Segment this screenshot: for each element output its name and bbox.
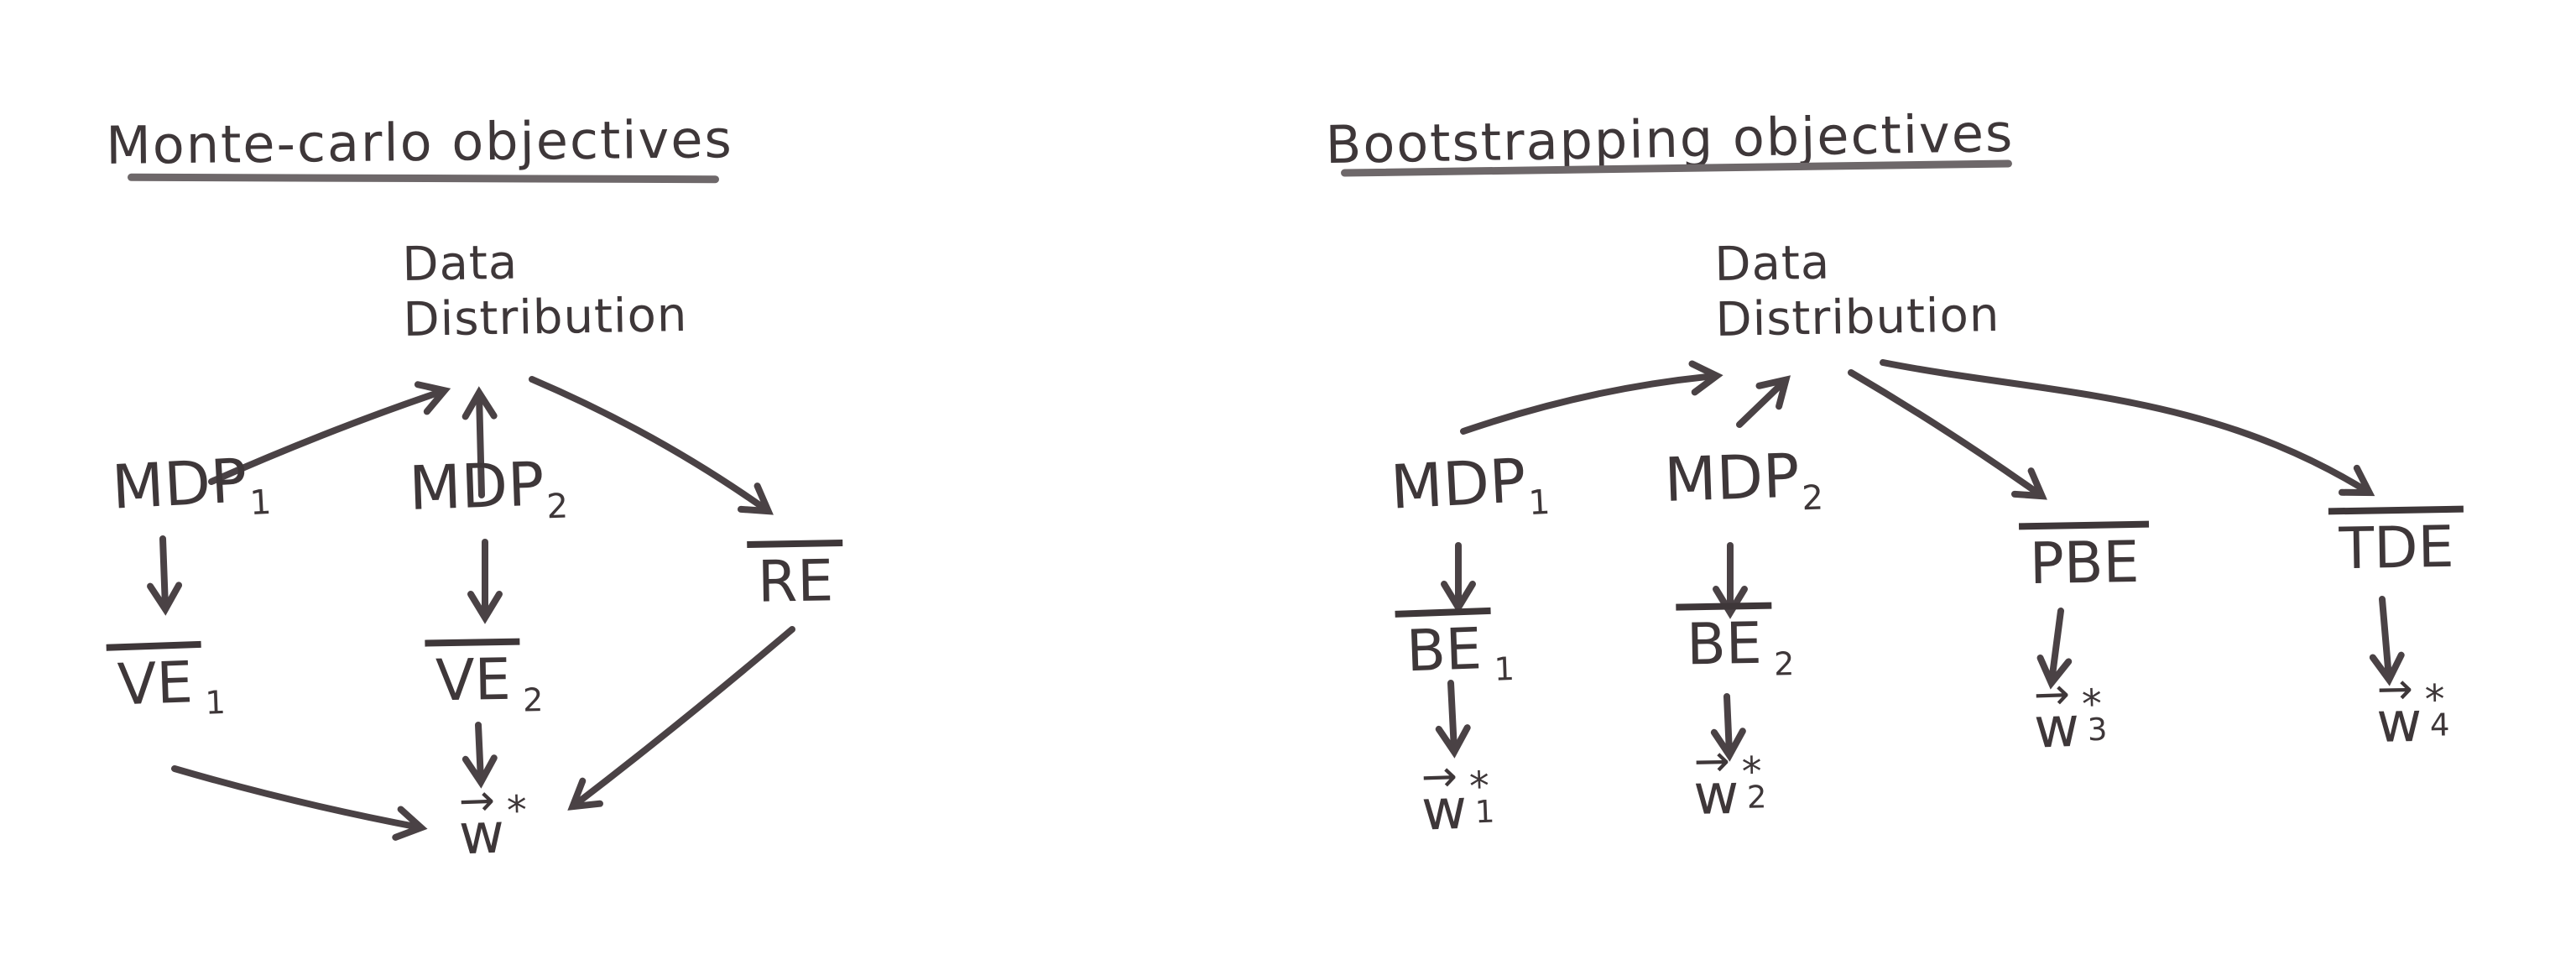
vector-arrow-icon: → [2032, 669, 2071, 721]
node-be2: BE 2 [1676, 602, 1795, 683]
node-data-distribution-right: Data Distribution [1714, 232, 2000, 348]
mdp2-left-base: MDP [408, 448, 545, 524]
edge-right-be2-w2 [1710, 693, 1746, 762]
edge-right-be1-w1 [1435, 680, 1471, 759]
vector-arrow-icon: → [1693, 736, 1731, 787]
edge-right-mdp2-datadist [1736, 375, 1791, 428]
w4-wrap: →w [2376, 664, 2422, 755]
data-distribution-line2: Distribution [403, 288, 688, 348]
mdp2-right-base: MDP [1663, 440, 1801, 516]
mdp1-right-sub: 1 [1527, 482, 1551, 524]
node-w1-star: →w*1 [1421, 751, 1496, 854]
mdp1-left-sub: 1 [248, 482, 273, 524]
node-w4-star: →w*4 [2376, 664, 2450, 765]
node-mdp2-right: MDP2 [1663, 440, 1824, 521]
ve2-overline: VE [425, 638, 522, 714]
ve1-overline: VE [106, 640, 204, 719]
data-distribution-line1: Data [401, 235, 519, 292]
w2-supsub: *2 [1741, 749, 1767, 816]
mdp1-right-base: MDP [1389, 445, 1528, 523]
w1-wrap: →w [1421, 751, 1468, 842]
w3-supsub: *3 [2081, 681, 2109, 749]
edge-right-pbe-w3 [2036, 608, 2073, 690]
edge-right-mdp1-datadist [1460, 360, 1723, 435]
node-w-star-left: →w* [458, 775, 529, 867]
w-star-left-supsub: * [506, 787, 528, 835]
w4-sub: 4 [2429, 707, 2450, 743]
node-data-distribution-left: Data Distribution [402, 232, 688, 348]
re-base: RE [757, 548, 834, 616]
w3-wrap: →w [2033, 669, 2081, 760]
edge-right-datadist-pbe [1848, 369, 2047, 500]
be2-overline: BE [1676, 602, 1773, 678]
left-panel-title-text: Monte-carlo objectives [105, 108, 734, 176]
vector-arrow-icon: → [457, 775, 496, 827]
node-ve2: VE 2 [425, 638, 544, 719]
edge-left-re-wstar [567, 626, 795, 811]
node-tde: TDE [2328, 505, 2465, 583]
left-panel-title: Monte-carlo objectives [106, 108, 733, 176]
node-re: RE [747, 540, 844, 616]
be1-overline: BE [1395, 607, 1493, 685]
w3-sub: 3 [2087, 711, 2109, 749]
ve2-base: VE [435, 646, 512, 715]
w4-supsub: *4 [2424, 676, 2450, 743]
node-mdp2-left: MDP2 [408, 448, 569, 529]
w-star-left-wrap: →w [458, 775, 506, 867]
edge-left-ve1-wstar [171, 765, 428, 841]
node-w2-star: →w*2 [1693, 736, 1767, 837]
node-w3-star: →w*3 [2033, 669, 2109, 772]
edge-right-datadist-tde [1880, 359, 2375, 497]
w-star-left-sup: * [506, 787, 528, 835]
ve1-base: VE [116, 649, 195, 719]
tde-base: TDE [2339, 514, 2455, 583]
edge-left-ve2-wstar [461, 722, 498, 789]
re-overline: RE [747, 540, 844, 616]
tde-overline: TDE [2328, 505, 2465, 583]
node-mdp1-right: MDP1 [1389, 445, 1551, 528]
be2-sub: 2 [1773, 645, 1795, 683]
edge-left-mdp1-ve1 [147, 535, 183, 616]
data-distribution-right-line1: Data [1713, 235, 1831, 292]
pbe-overline: PBE [2018, 520, 2151, 598]
ve1-sub: 1 [204, 684, 227, 722]
w2-sub: 2 [1746, 779, 1767, 816]
vector-arrow-icon: → [1420, 751, 1458, 803]
w1-supsub: *1 [1468, 764, 1496, 831]
mdp1-left-base: MDP [110, 445, 249, 523]
be2-base: BE [1686, 610, 1763, 679]
be1-base: BE [1405, 616, 1484, 686]
edge-left-mdp2-datadist [461, 386, 498, 498]
edge-right-tde-w4 [2369, 596, 2405, 686]
vector-arrow-icon: → [2376, 664, 2414, 715]
pbe-base: PBE [2029, 529, 2141, 598]
w2-wrap: →w [1693, 736, 1739, 827]
edge-left-mdp1-datadist [208, 381, 451, 485]
node-mdp1-left: MDP1 [110, 445, 273, 528]
data-distribution-right-line2: Distribution [1715, 288, 2000, 348]
w1-sub: 1 [1474, 793, 1496, 831]
node-pbe: PBE [2018, 520, 2151, 598]
edge-left-datadist-re [529, 376, 774, 515]
be1-sub: 1 [1493, 650, 1515, 688]
ve2-sub: 2 [522, 681, 544, 719]
mdp2-left-sub: 2 [545, 486, 569, 527]
mdp2-right-sub: 2 [1801, 477, 1824, 519]
